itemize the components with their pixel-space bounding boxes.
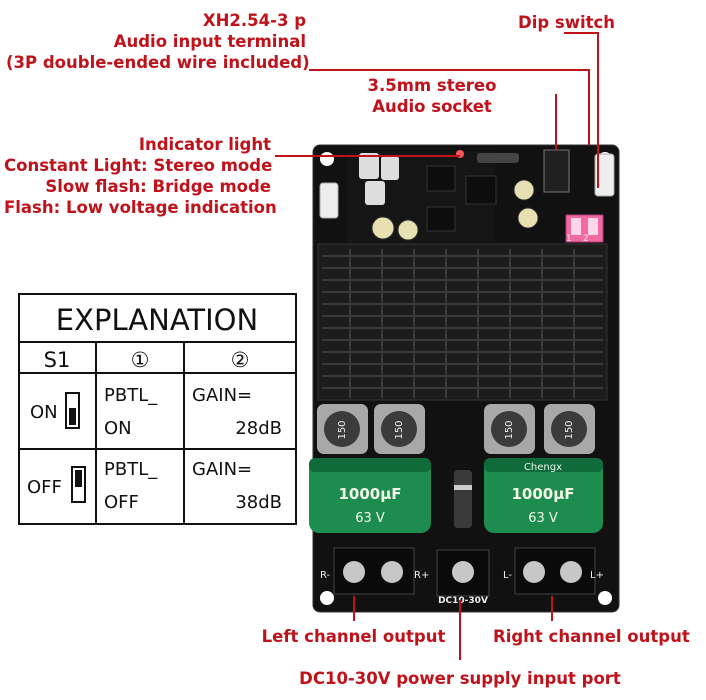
dip-number-1: 1: [566, 234, 572, 244]
inductor-label-3: 150: [504, 420, 515, 439]
inductor-label-2: 150: [394, 420, 405, 439]
explanation-table: EXPLANATION S1 ① ② ON PBTL_ ON GAIN= 28d…: [18, 293, 297, 525]
table-row-off-mode-1: PBTL_: [104, 459, 158, 480]
input-terminal-line-2: Audio input terminal: [113, 32, 306, 51]
terminal-r-minus: R-: [320, 570, 331, 581]
table-row-off-gain-1: GAIN=: [192, 459, 252, 480]
right-capacitor-label: 1000µF: [511, 485, 574, 503]
left-capacitor-label: 1000µF: [338, 485, 401, 503]
indicator-line-1: Indicator light: [138, 135, 271, 154]
table-header-2: ②: [231, 348, 250, 372]
callout-lines: [275, 32, 599, 660]
left-capacitor: 1000µF 63 V: [309, 458, 431, 533]
dip-switch-callout: Dip switch: [518, 13, 616, 32]
terminal-l-plus: L+: [590, 570, 604, 581]
table-row-on-gain-1: GAIN=: [192, 385, 252, 406]
table-title: EXPLANATION: [56, 303, 258, 337]
table-header-1: ①: [131, 348, 150, 372]
input-terminal-line: [309, 69, 590, 145]
indicator-line-3: Slow flash: Bridge mode: [45, 177, 271, 196]
right-output-terminals: L- L+: [503, 547, 604, 595]
indicator-callout: Indicator light Constant Light: Stereo m…: [4, 134, 277, 218]
stereo-socket-line-1: 3.5mm stereo: [367, 76, 497, 95]
heatsink: [317, 243, 608, 401]
right-capacitor: Chengx 1000µF 63 V: [484, 458, 603, 533]
left-capacitor-voltage: 63 V: [355, 511, 385, 526]
left-output-terminals: R- R+: [320, 547, 429, 595]
table-row-off-state: OFF: [27, 477, 62, 498]
table-row-on-mode-1: PBTL_: [104, 385, 158, 406]
table-header-s1: S1: [44, 348, 71, 372]
dip-number-2: 2: [583, 234, 589, 244]
amplifier-board: 1 2: [309, 144, 620, 613]
audio-input-terminal: [319, 182, 339, 219]
inductor-3: 150: [484, 404, 535, 454]
power-label: DC10-30V: [438, 596, 488, 606]
stereo-socket-callout: 3.5mm stereo Audio socket: [364, 75, 500, 117]
inductor-label-1: 150: [337, 420, 348, 439]
terminal-r-plus: R+: [414, 570, 429, 581]
input-terminal-callout: XH2.54-3 p Audio input terminal (3P doub…: [6, 10, 310, 73]
table-row-off-mode-2: OFF: [104, 492, 139, 513]
heatsink-fins: [322, 249, 603, 398]
stereo-socket-line-2: Audio socket: [372, 97, 492, 116]
left-output-callout: Left channel output: [261, 627, 446, 646]
inductor-label-4: 150: [564, 420, 575, 439]
inductor-1: 150: [317, 404, 368, 454]
table-row-on-state: ON: [30, 402, 58, 423]
capacitor-brand: Chengx: [524, 462, 562, 473]
terminal-l-minus: L-: [503, 570, 512, 581]
indicator-line-2: Constant Light: Stereo mode: [4, 156, 273, 175]
power-input-terminal: DC10-30V: [436, 549, 490, 606]
input-terminal-line-3: (3P double-ended wire included): [6, 53, 310, 72]
power-input-callout: DC10-30V power supply input port: [299, 669, 621, 688]
dip-switch-line: [564, 32, 599, 188]
input-terminal-line-1: XH2.54-3 p: [202, 11, 306, 30]
inductor-2: 150: [374, 404, 425, 454]
right-output-callout: Right channel output: [493, 627, 690, 646]
stereo-audio-socket: [543, 149, 570, 193]
inductor-4: 150: [544, 404, 595, 454]
right-capacitor-voltage: 63 V: [528, 511, 558, 526]
table-row-on-gain-2: 28dB: [235, 418, 282, 439]
table-row-off-gain-2: 38dB: [235, 492, 282, 513]
table-row-on-mode-2: ON: [104, 418, 132, 439]
indicator-line-4: Flash: Low voltage indication: [4, 198, 277, 217]
